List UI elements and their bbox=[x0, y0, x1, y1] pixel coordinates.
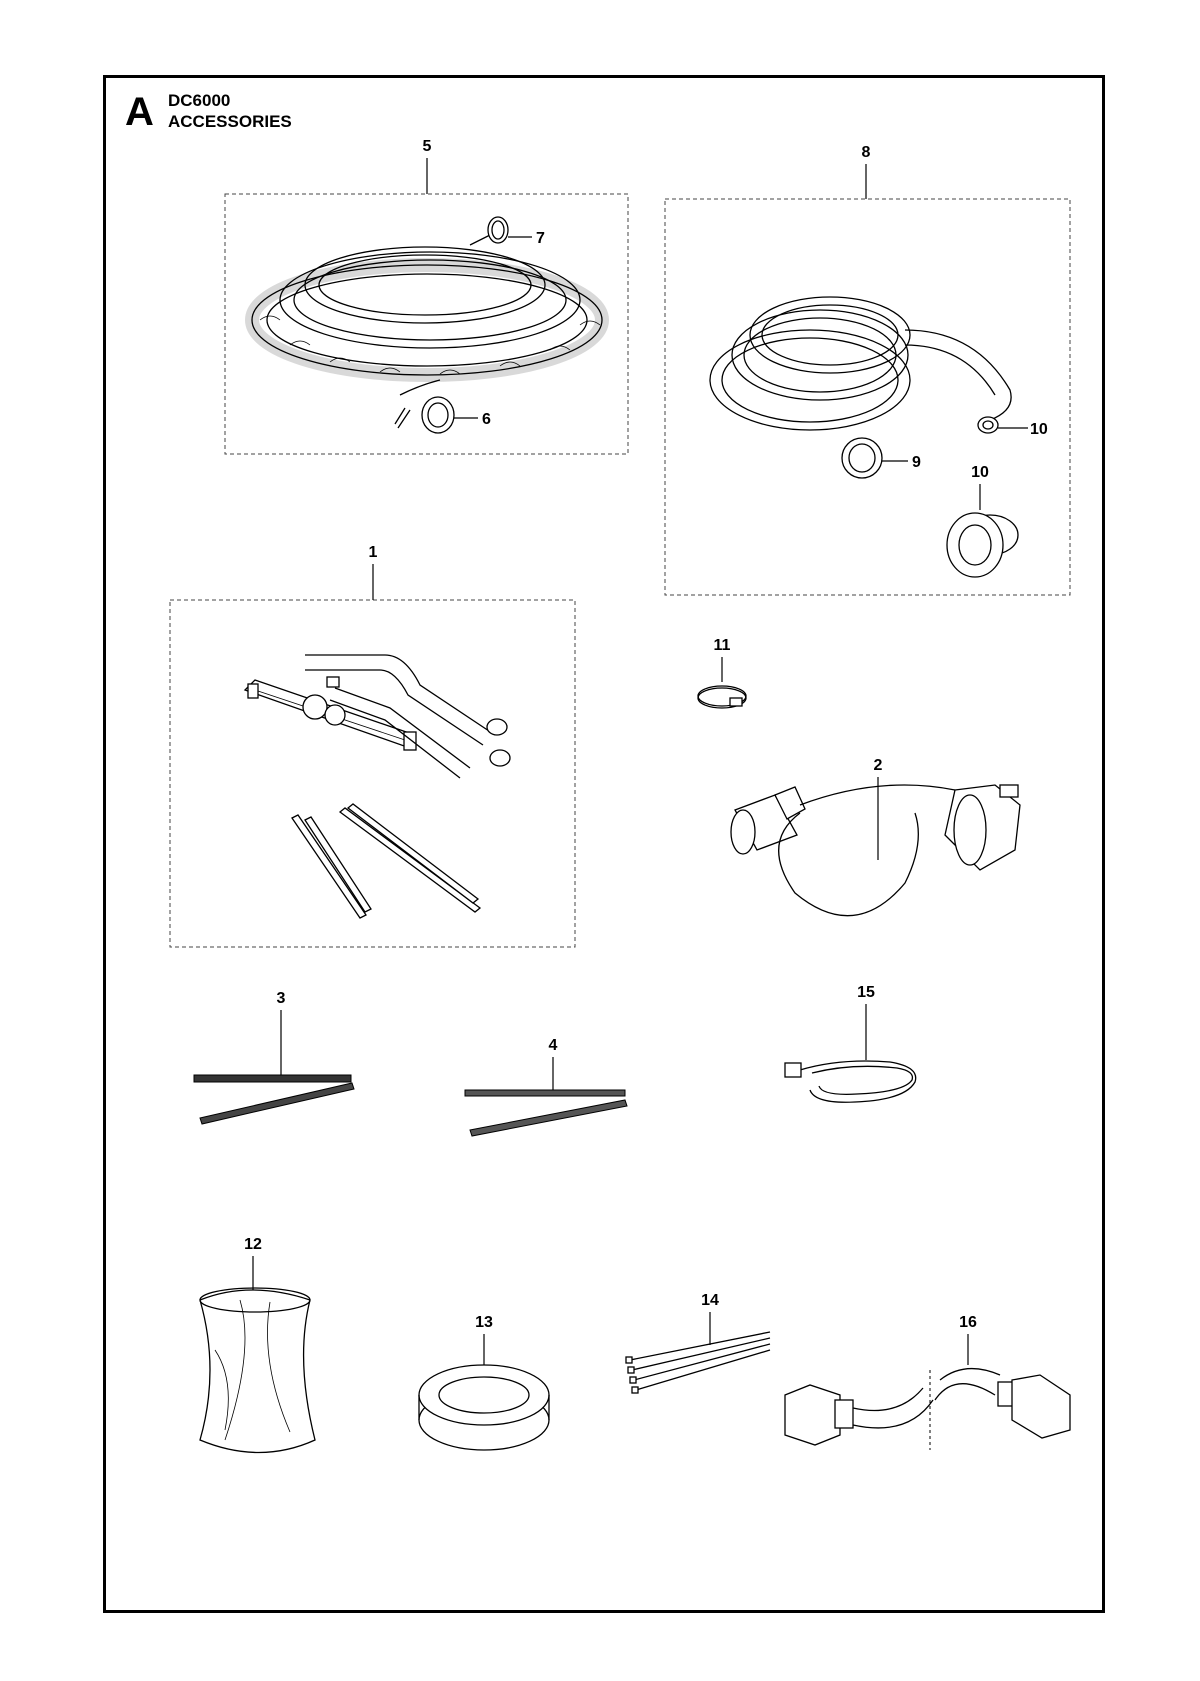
floor-nozzle-icon bbox=[243, 679, 417, 751]
squeegee-strip-3: 3 bbox=[193, 990, 355, 1125]
page-title: ACCESSORIES bbox=[168, 112, 292, 131]
connector-left-icon bbox=[784, 1384, 854, 1446]
coiled-hose-icon bbox=[709, 296, 1012, 479]
callout-13: 13 bbox=[475, 1314, 493, 1331]
signal-cable-15: 15 bbox=[784, 984, 917, 1103]
callout-3: 3 bbox=[277, 990, 286, 1007]
callout-1: 1 bbox=[369, 544, 378, 561]
callout-10-adapter: 10 bbox=[971, 464, 989, 481]
callout-14: 14 bbox=[701, 1292, 719, 1309]
callout-7: 7 bbox=[536, 230, 545, 247]
callout-8: 8 bbox=[862, 144, 871, 161]
callout-2: 2 bbox=[874, 757, 883, 774]
callout-6: 6 bbox=[482, 411, 491, 428]
plug-icon bbox=[730, 786, 806, 855]
callout-4: 4 bbox=[549, 1037, 558, 1054]
tape-roll-13: 13 bbox=[418, 1314, 550, 1451]
page-frame bbox=[103, 75, 1105, 1613]
adapter-icon bbox=[946, 512, 1019, 578]
cable-assembly-16: 16 bbox=[784, 1314, 1071, 1450]
callout-5: 5 bbox=[423, 138, 432, 155]
filter-bag-12: 12 bbox=[199, 1236, 316, 1454]
dashed-box-1 bbox=[169, 599, 576, 948]
socket-icon bbox=[944, 784, 1021, 871]
connector-right-icon bbox=[997, 1374, 1071, 1439]
section-letter: A bbox=[125, 90, 154, 134]
hose-clamp-11: 11 bbox=[697, 637, 747, 709]
callout-15: 15 bbox=[857, 984, 875, 1001]
callout-10-hose-end: 10 bbox=[1030, 421, 1048, 438]
dashed-box-8 bbox=[664, 198, 1071, 596]
squeegee-strip-4: 4 bbox=[464, 1037, 628, 1137]
nozzle-kit-1: 1 bbox=[169, 544, 576, 948]
connector-icon bbox=[784, 1062, 802, 1078]
callout-9: 9 bbox=[912, 454, 921, 471]
callout-12: 12 bbox=[244, 1236, 262, 1253]
squeegee-strips-icon bbox=[291, 803, 482, 919]
model-name: DC6000 bbox=[168, 91, 231, 110]
coiled-hose-icon bbox=[245, 216, 609, 434]
extension-tubes-icon bbox=[305, 654, 511, 779]
callout-16: 16 bbox=[959, 1314, 977, 1331]
callout-11: 11 bbox=[714, 637, 731, 654]
dashed-box-5 bbox=[224, 193, 629, 455]
hose-kit-8: 8 10 9 10 bbox=[664, 144, 1071, 596]
hose-kit-5: 5 7 6 bbox=[224, 138, 629, 455]
cable-ties-14: 14 bbox=[625, 1292, 771, 1394]
extension-cable-2: 2 bbox=[730, 757, 1021, 917]
